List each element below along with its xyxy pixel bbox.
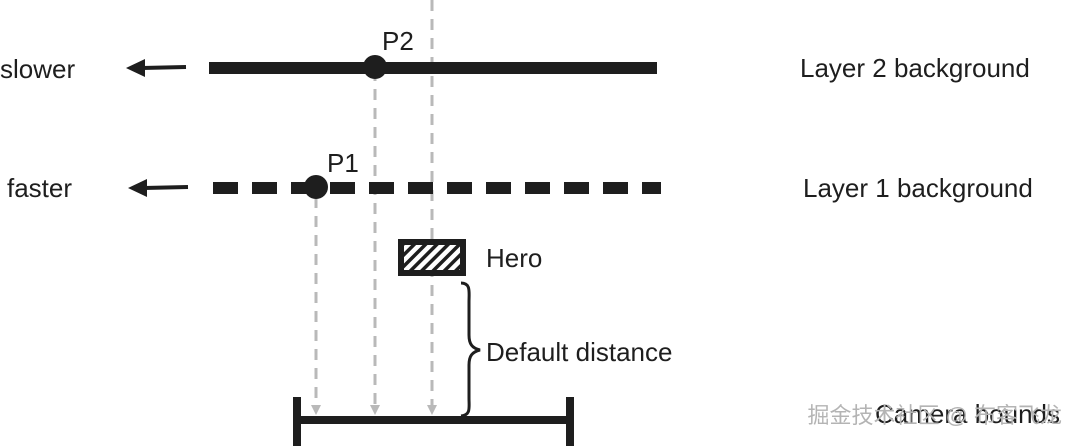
hero-label: Hero xyxy=(486,243,542,273)
projection-lines xyxy=(311,0,437,415)
default-distance-brace xyxy=(460,281,481,418)
layer2-label: Layer 2 background xyxy=(800,53,1030,83)
camera-bounds-bar xyxy=(293,397,574,446)
point-p2 xyxy=(363,55,387,79)
point-p1 xyxy=(304,175,328,199)
layer1-label: Layer 1 background xyxy=(803,173,1033,203)
default-distance-label: Default distance xyxy=(486,337,672,367)
slower-arrow xyxy=(126,59,187,77)
camera-bounds-label: Camera bounds xyxy=(875,399,1060,429)
slower-label: slower xyxy=(0,54,75,84)
faster-label: faster xyxy=(7,173,72,203)
p1-label: P1 xyxy=(327,148,359,178)
p2-label: P2 xyxy=(382,26,414,56)
hero-sprite xyxy=(398,239,466,276)
watermark: 掘金技术社区 @ 布客飞龙 xyxy=(807,403,1062,428)
faster-arrow xyxy=(128,179,189,197)
